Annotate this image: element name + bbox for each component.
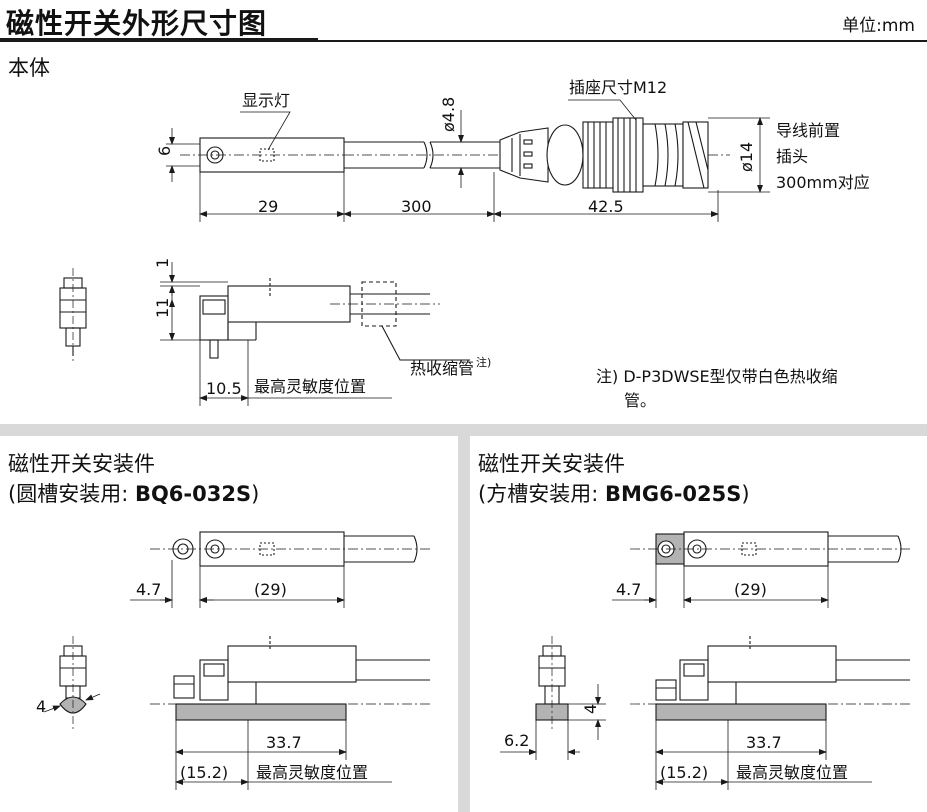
square-side-dims (500, 684, 872, 790)
square-label-max-sensitivity: 最高灵敏度位置 (736, 763, 848, 782)
title-underline (0, 38, 318, 42)
dim-11: 11 (153, 298, 172, 318)
bracket-square-model: BMG6-025S (604, 482, 742, 506)
square-dim-4-7: 4.7 (616, 580, 641, 599)
round-dim-33-7: 33.7 (266, 733, 302, 752)
dim-42-5: 42.5 (588, 197, 624, 216)
bracket-round-model: BQ6-032S (134, 482, 252, 506)
note-line-2: 管。 (624, 391, 656, 410)
bracket-round-subtitle: (圆槽安装用: BQ6-032S) (8, 482, 260, 506)
label-lead-front-2: 插头 (776, 147, 808, 166)
switch-top-view (180, 137, 500, 173)
dim-300: 300 (401, 197, 432, 216)
label-heat-shrink-note: 注) (476, 355, 491, 369)
note-line-1: 注) D-P3DWSE型仅带白色热收缩 (596, 367, 838, 386)
label-lead-front-3: 300mm对应 (776, 173, 870, 192)
section-label-body: 本体 (8, 56, 50, 80)
round-bracket-side (59, 636, 430, 730)
square-dim-4: 4 (581, 704, 600, 714)
dim-10-5: 10.5 (206, 379, 242, 398)
round-side-dims (43, 693, 392, 790)
dim-cable-dia: ø4.8 (439, 97, 458, 132)
round-dim-4: 4 (36, 697, 46, 716)
switch-side-view (59, 268, 470, 362)
dim-6: 6 (155, 146, 174, 156)
m12-connector (499, 117, 730, 193)
dims-side (160, 262, 392, 406)
square-dim-6-2: 6.2 (504, 731, 529, 750)
label-max-sensitivity: 最高灵敏度位置 (254, 377, 366, 396)
square-dim-15-2: (15.2) (660, 763, 708, 782)
section-divider (0, 424, 927, 436)
page-title: 磁性开关外形尺寸图 (6, 7, 268, 40)
dim-1: 1 (153, 258, 172, 268)
square-bracket-top (630, 531, 910, 567)
dims-top (166, 99, 770, 222)
bracket-square-title: 磁性开关安装件 (478, 452, 625, 476)
dim-29: 29 (258, 197, 278, 216)
square-dim-29: (29) (734, 580, 767, 599)
label-indicator: 显示灯 (242, 91, 290, 110)
round-dim-4-7: 4.7 (136, 580, 161, 599)
round-dim-15-2: (15.2) (180, 763, 228, 782)
dim-connector-dia: ø14 (737, 142, 756, 172)
bracket-round-title: 磁性开关安装件 (8, 452, 155, 476)
label-lead-front-1: 导线前置 (776, 121, 840, 140)
square-bracket-side (535, 636, 910, 730)
label-heat-shrink: 热收缩管 (410, 359, 474, 378)
round-dim-29: (29) (254, 580, 287, 599)
round-top-dims (130, 560, 345, 608)
square-top-dims (612, 564, 829, 608)
column-divider (458, 436, 470, 812)
round-bracket-top (150, 531, 430, 567)
label-socket: 插座尺寸M12 (569, 78, 667, 97)
round-label-max-sensitivity: 最高灵敏度位置 (256, 763, 368, 782)
square-dim-33-7: 33.7 (746, 733, 782, 752)
bracket-square-subtitle: (方槽安装用: BMG6-025S) (478, 482, 750, 506)
unit-label: 单位:mm (842, 16, 915, 36)
title-rule (318, 40, 927, 42)
